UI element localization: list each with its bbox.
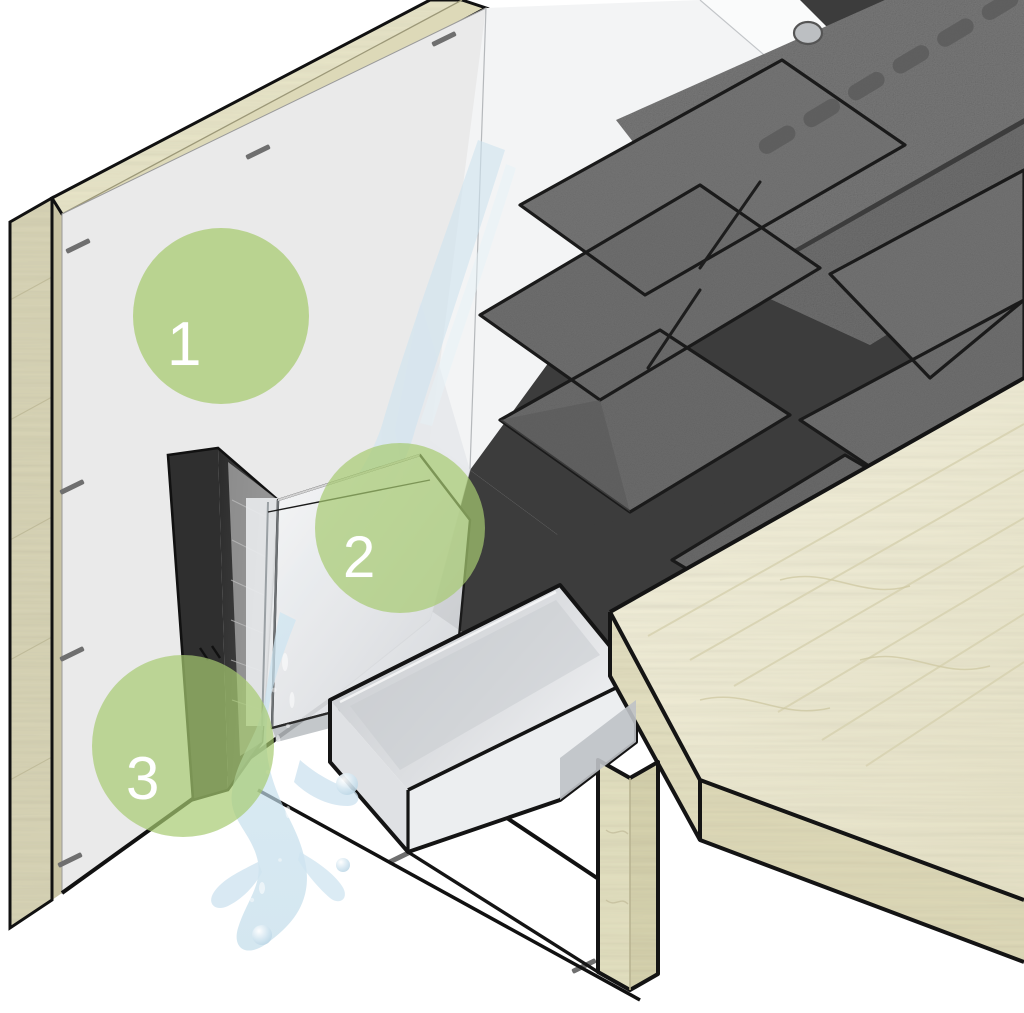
wood-deck-boards [608, 376, 1024, 964]
fascia-metal-return [560, 700, 636, 800]
wall-stud-framing [8, 193, 62, 931]
water-droplets [252, 773, 358, 945]
water-flow [211, 612, 359, 951]
shingle-adhesive-strip [758, 0, 1019, 154]
wall-sheathing-callout[interactable]: 1 [133, 228, 309, 404]
droplet-large [336, 773, 358, 795]
water-flow-upper [268, 140, 516, 620]
wall-base-line [407, 850, 599, 974]
kick-out-flashing-callout[interactable]: 3 [92, 655, 274, 837]
kick-out-flashing-metal[interactable] [328, 583, 638, 854]
roofing-nail-head [792, 20, 824, 46]
callout-number-1: 1 [167, 310, 202, 379]
wood-support-post [596, 758, 660, 992]
asphalt-shingles [478, 0, 1024, 657]
callout-number-2: 2 [343, 525, 376, 590]
callout-number-3: 3 [126, 745, 160, 812]
staple-fasteners [57, 31, 597, 974]
droplet-small [252, 925, 272, 945]
droplet-medium [336, 858, 350, 872]
step-flashing-callout[interactable]: 2 [315, 443, 485, 613]
